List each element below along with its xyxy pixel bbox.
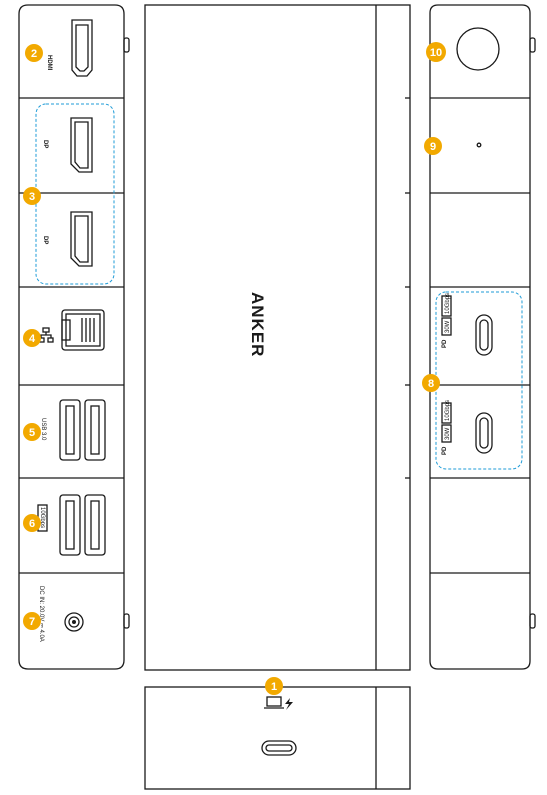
dp-label-upper: DP xyxy=(42,140,48,148)
hdmi-port-icon xyxy=(71,19,93,77)
svg-text:30W: 30W xyxy=(445,427,451,440)
usb-c-port-icon xyxy=(475,314,493,356)
usb-c-port-icon xyxy=(261,740,297,756)
network-icon xyxy=(38,327,54,343)
callout-badge-10: 10 xyxy=(426,42,446,62)
callout-badge-7: 7 xyxy=(23,612,41,630)
svg-text:30W: 30W xyxy=(445,320,451,333)
svg-text:10Gbps: 10Gbps xyxy=(445,293,451,314)
dp-label-lower: DP xyxy=(42,236,48,244)
svg-text:4: 4 xyxy=(29,333,36,345)
hdmi-label: HDMI xyxy=(46,55,52,71)
left-side-panel: HDMI DP DP xyxy=(18,4,130,670)
usb-c-group-outline xyxy=(435,291,523,470)
anker-logo: ANKER xyxy=(248,292,267,357)
svg-text:2: 2 xyxy=(31,48,37,60)
displayport-icon xyxy=(70,211,93,267)
svg-text:8: 8 xyxy=(428,378,434,390)
callout-badge-6: 6 xyxy=(23,514,41,532)
power-button-icon xyxy=(456,27,500,71)
dc-in-label: DC IN: 20.0V ⎓ 4.0A xyxy=(38,586,44,642)
usb-a-port-icon xyxy=(59,494,106,556)
ethernet-port-icon xyxy=(61,309,105,351)
callout-badge-1: 1 xyxy=(265,677,283,695)
indicator-led-icon xyxy=(476,142,482,148)
svg-text:10: 10 xyxy=(430,47,442,59)
front-panel xyxy=(144,686,411,790)
dc-jack-icon xyxy=(64,612,84,632)
svg-text:PD: PD xyxy=(442,446,448,455)
right-side-panel: PD 30W 10Gbps PD 30W 10Gbps xyxy=(405,4,536,670)
svg-text:1: 1 xyxy=(271,681,277,693)
pd-upper-label: PD 30W 10Gbps xyxy=(441,293,452,348)
pd-lower-label: PD 30W 10Gbps xyxy=(441,400,452,455)
usb-label: USB 3.0 xyxy=(40,418,46,441)
usb-speed-label: 10Gbps xyxy=(39,507,45,528)
callout-badge-3: 3 xyxy=(23,187,41,205)
svg-text:6: 6 xyxy=(29,518,35,530)
svg-text:10Gbps: 10Gbps xyxy=(445,400,451,421)
svg-text:3: 3 xyxy=(29,191,35,203)
callout-badge-8: 8 xyxy=(422,374,440,392)
svg-text:7: 7 xyxy=(29,616,35,628)
svg-text:5: 5 xyxy=(29,427,35,439)
svg-text:PD: PD xyxy=(442,339,448,348)
callout-badge-2: 2 xyxy=(25,44,43,62)
usb-c-port-icon xyxy=(475,412,493,454)
displayport-icon xyxy=(70,117,93,173)
top-panel: ANKER xyxy=(144,4,411,671)
usb-a-port-icon xyxy=(59,399,106,461)
callout-badge-4: 4 xyxy=(23,329,41,347)
callout-badge-9: 9 xyxy=(424,137,442,155)
laptop-charge-icon xyxy=(264,696,293,710)
svg-text:9: 9 xyxy=(430,141,436,153)
callout-badge-5: 5 xyxy=(23,423,41,441)
